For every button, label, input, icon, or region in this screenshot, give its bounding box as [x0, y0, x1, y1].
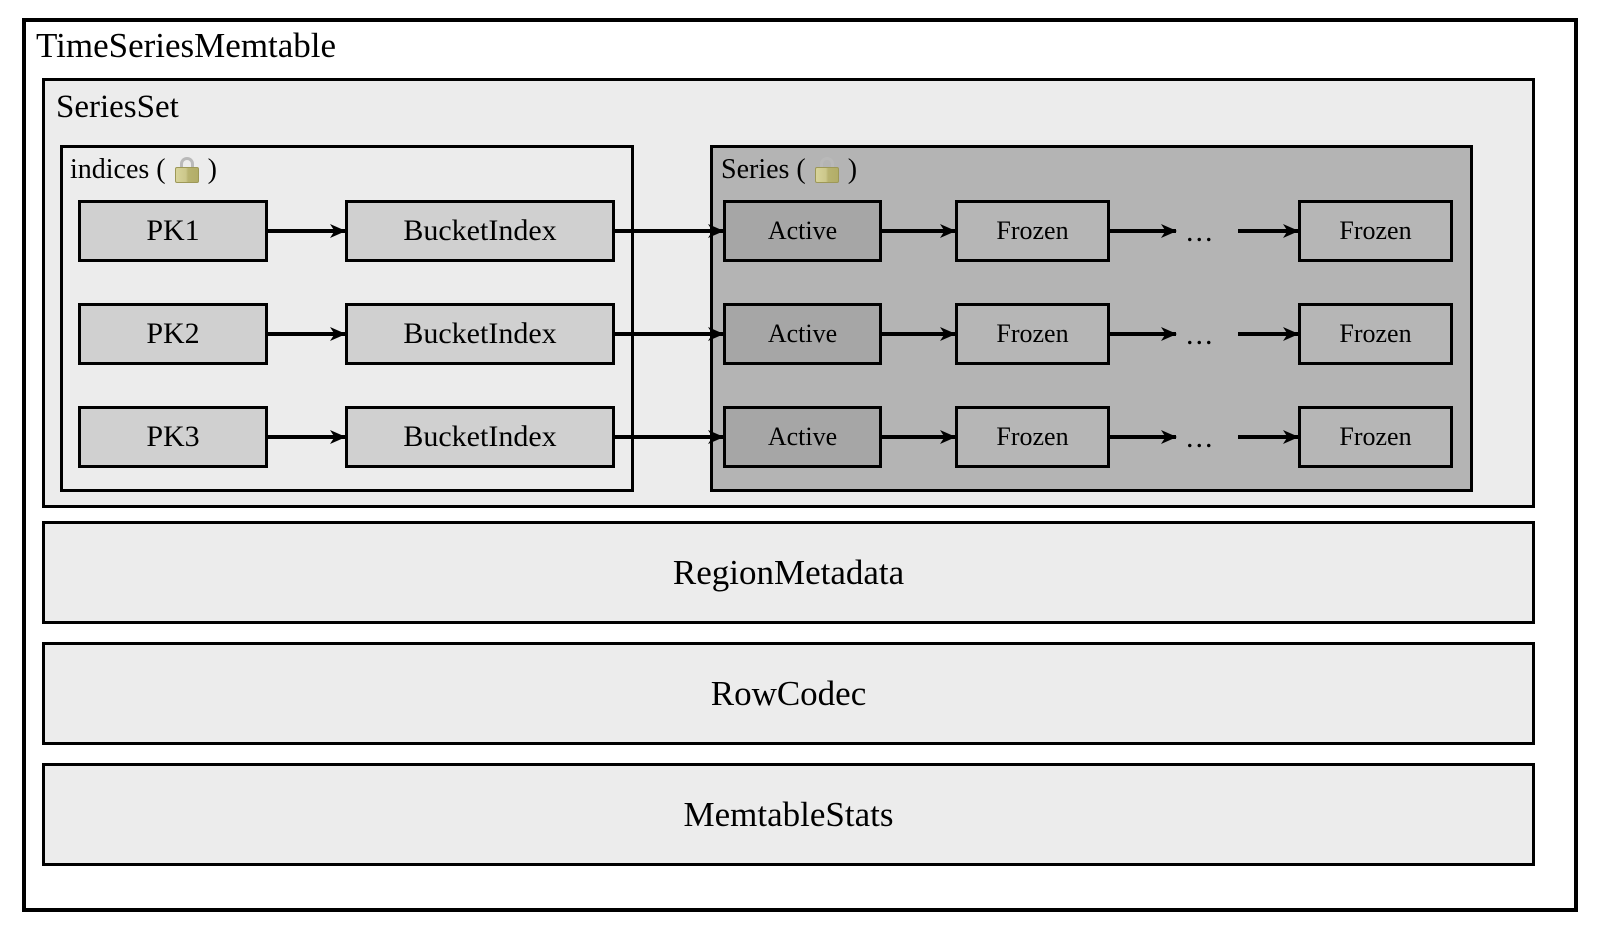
lock-icon	[814, 156, 840, 184]
panel-rowcodec[interactable]: RowCodec	[42, 642, 1535, 745]
series-label-close: )	[847, 154, 858, 185]
node-pk2[interactable]: PK2	[78, 303, 268, 365]
node-pk3[interactable]: PK3	[78, 406, 268, 468]
series-label: Series (	[721, 154, 806, 185]
node-active-3[interactable]: Active	[723, 406, 882, 468]
ellipsis-2: ...	[1186, 318, 1215, 351]
lock-shackle	[819, 157, 834, 171]
indices-label-close: )	[207, 154, 217, 185]
lock-body	[174, 167, 199, 183]
ellipsis-3: ...	[1186, 421, 1215, 454]
indices-label: indices (	[70, 154, 166, 185]
node-frozen-2a[interactable]: Frozen	[955, 303, 1110, 365]
lock-shackle	[179, 157, 194, 171]
node-bucketindex-3[interactable]: BucketIndex	[345, 406, 615, 468]
node-frozen-2b[interactable]: Frozen	[1298, 303, 1453, 365]
panel-memtablestats[interactable]: MemtableStats	[42, 763, 1535, 866]
ellipsis-1: ...	[1186, 215, 1215, 248]
indices-title: indices ( )	[70, 153, 217, 187]
lock-body	[814, 167, 839, 183]
node-bucketindex-1[interactable]: BucketIndex	[345, 200, 615, 262]
seriesset-title: SeriesSet	[56, 89, 179, 125]
node-active-2[interactable]: Active	[723, 303, 882, 365]
series-title: Series ( )	[721, 153, 857, 187]
node-frozen-3b[interactable]: Frozen	[1298, 406, 1453, 468]
panel-regionmetadata[interactable]: RegionMetadata	[42, 521, 1535, 624]
node-pk1[interactable]: PK1	[78, 200, 268, 262]
node-frozen-1a[interactable]: Frozen	[955, 200, 1110, 262]
node-frozen-1b[interactable]: Frozen	[1298, 200, 1453, 262]
node-bucketindex-2[interactable]: BucketIndex	[345, 303, 615, 365]
page-title: TimeSeriesMemtable	[36, 26, 337, 65]
lock-icon	[174, 156, 200, 184]
node-frozen-3a[interactable]: Frozen	[955, 406, 1110, 468]
node-active-1[interactable]: Active	[723, 200, 882, 262]
